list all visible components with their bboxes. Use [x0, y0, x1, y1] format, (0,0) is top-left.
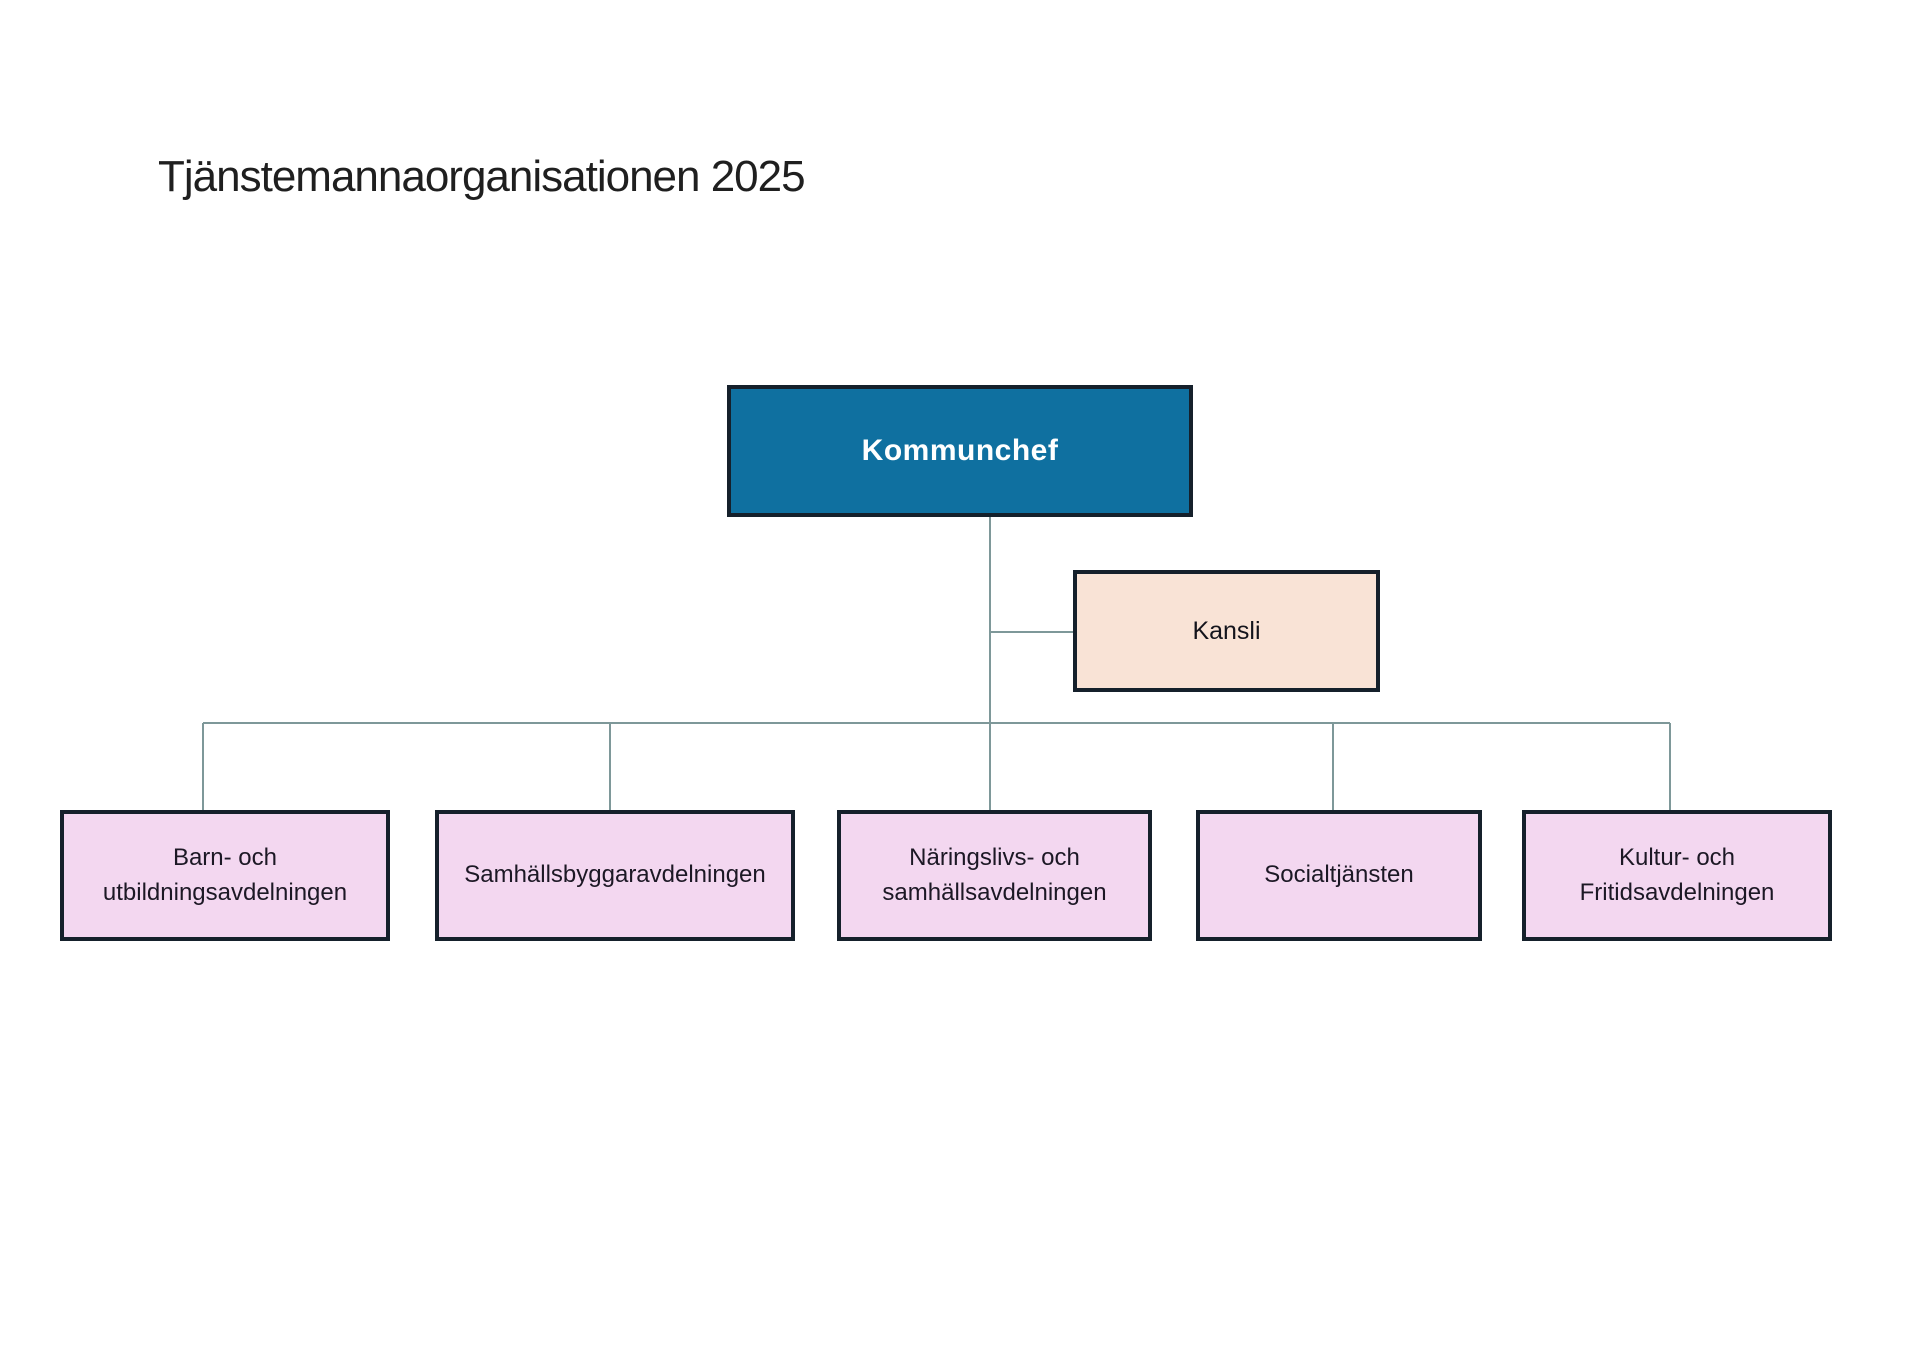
node-barn-och-utbildningsavdelningen: Barn- och utbildningsavdelningen	[60, 810, 390, 941]
node-kansli-label: Kansli	[1192, 616, 1261, 645]
node-socialtjansten-label: Socialtjänsten	[1264, 861, 1414, 889]
node-kansli: Kansli	[1073, 570, 1380, 692]
node-kultur-och-fritidsavdelningen: Kultur- och Fritidsavdelningen	[1522, 810, 1832, 941]
node-samhallsbyggaravdelningen: Samhällsbyggaravdelningen	[435, 810, 795, 941]
node-barn-och-utbildningsavdelningen-label: Barn- och utbildningsavdelningen	[102, 843, 348, 906]
node-kommunchef-label: Kommunchef	[861, 434, 1059, 468]
node-samhallsbyggaravdelningen-label: Samhällsbyggaravdelningen	[464, 861, 766, 889]
node-socialtjansten: Socialtjänsten	[1196, 810, 1482, 941]
node-naringslivs-och-samhallsavdelningen: Näringslivs- och samhällsavdelningen	[837, 810, 1152, 941]
node-naringslivs-och-samhallsavdelningen-label: Näringslivs- och samhällsavdelningen	[882, 843, 1107, 906]
page-title: Tjänstemannaorganisationen 2025	[158, 152, 806, 201]
node-kommunchef: Kommunchef	[727, 385, 1193, 517]
node-kultur-och-fritidsavdelningen-label: Kultur- och Fritidsavdelningen	[1579, 843, 1775, 906]
